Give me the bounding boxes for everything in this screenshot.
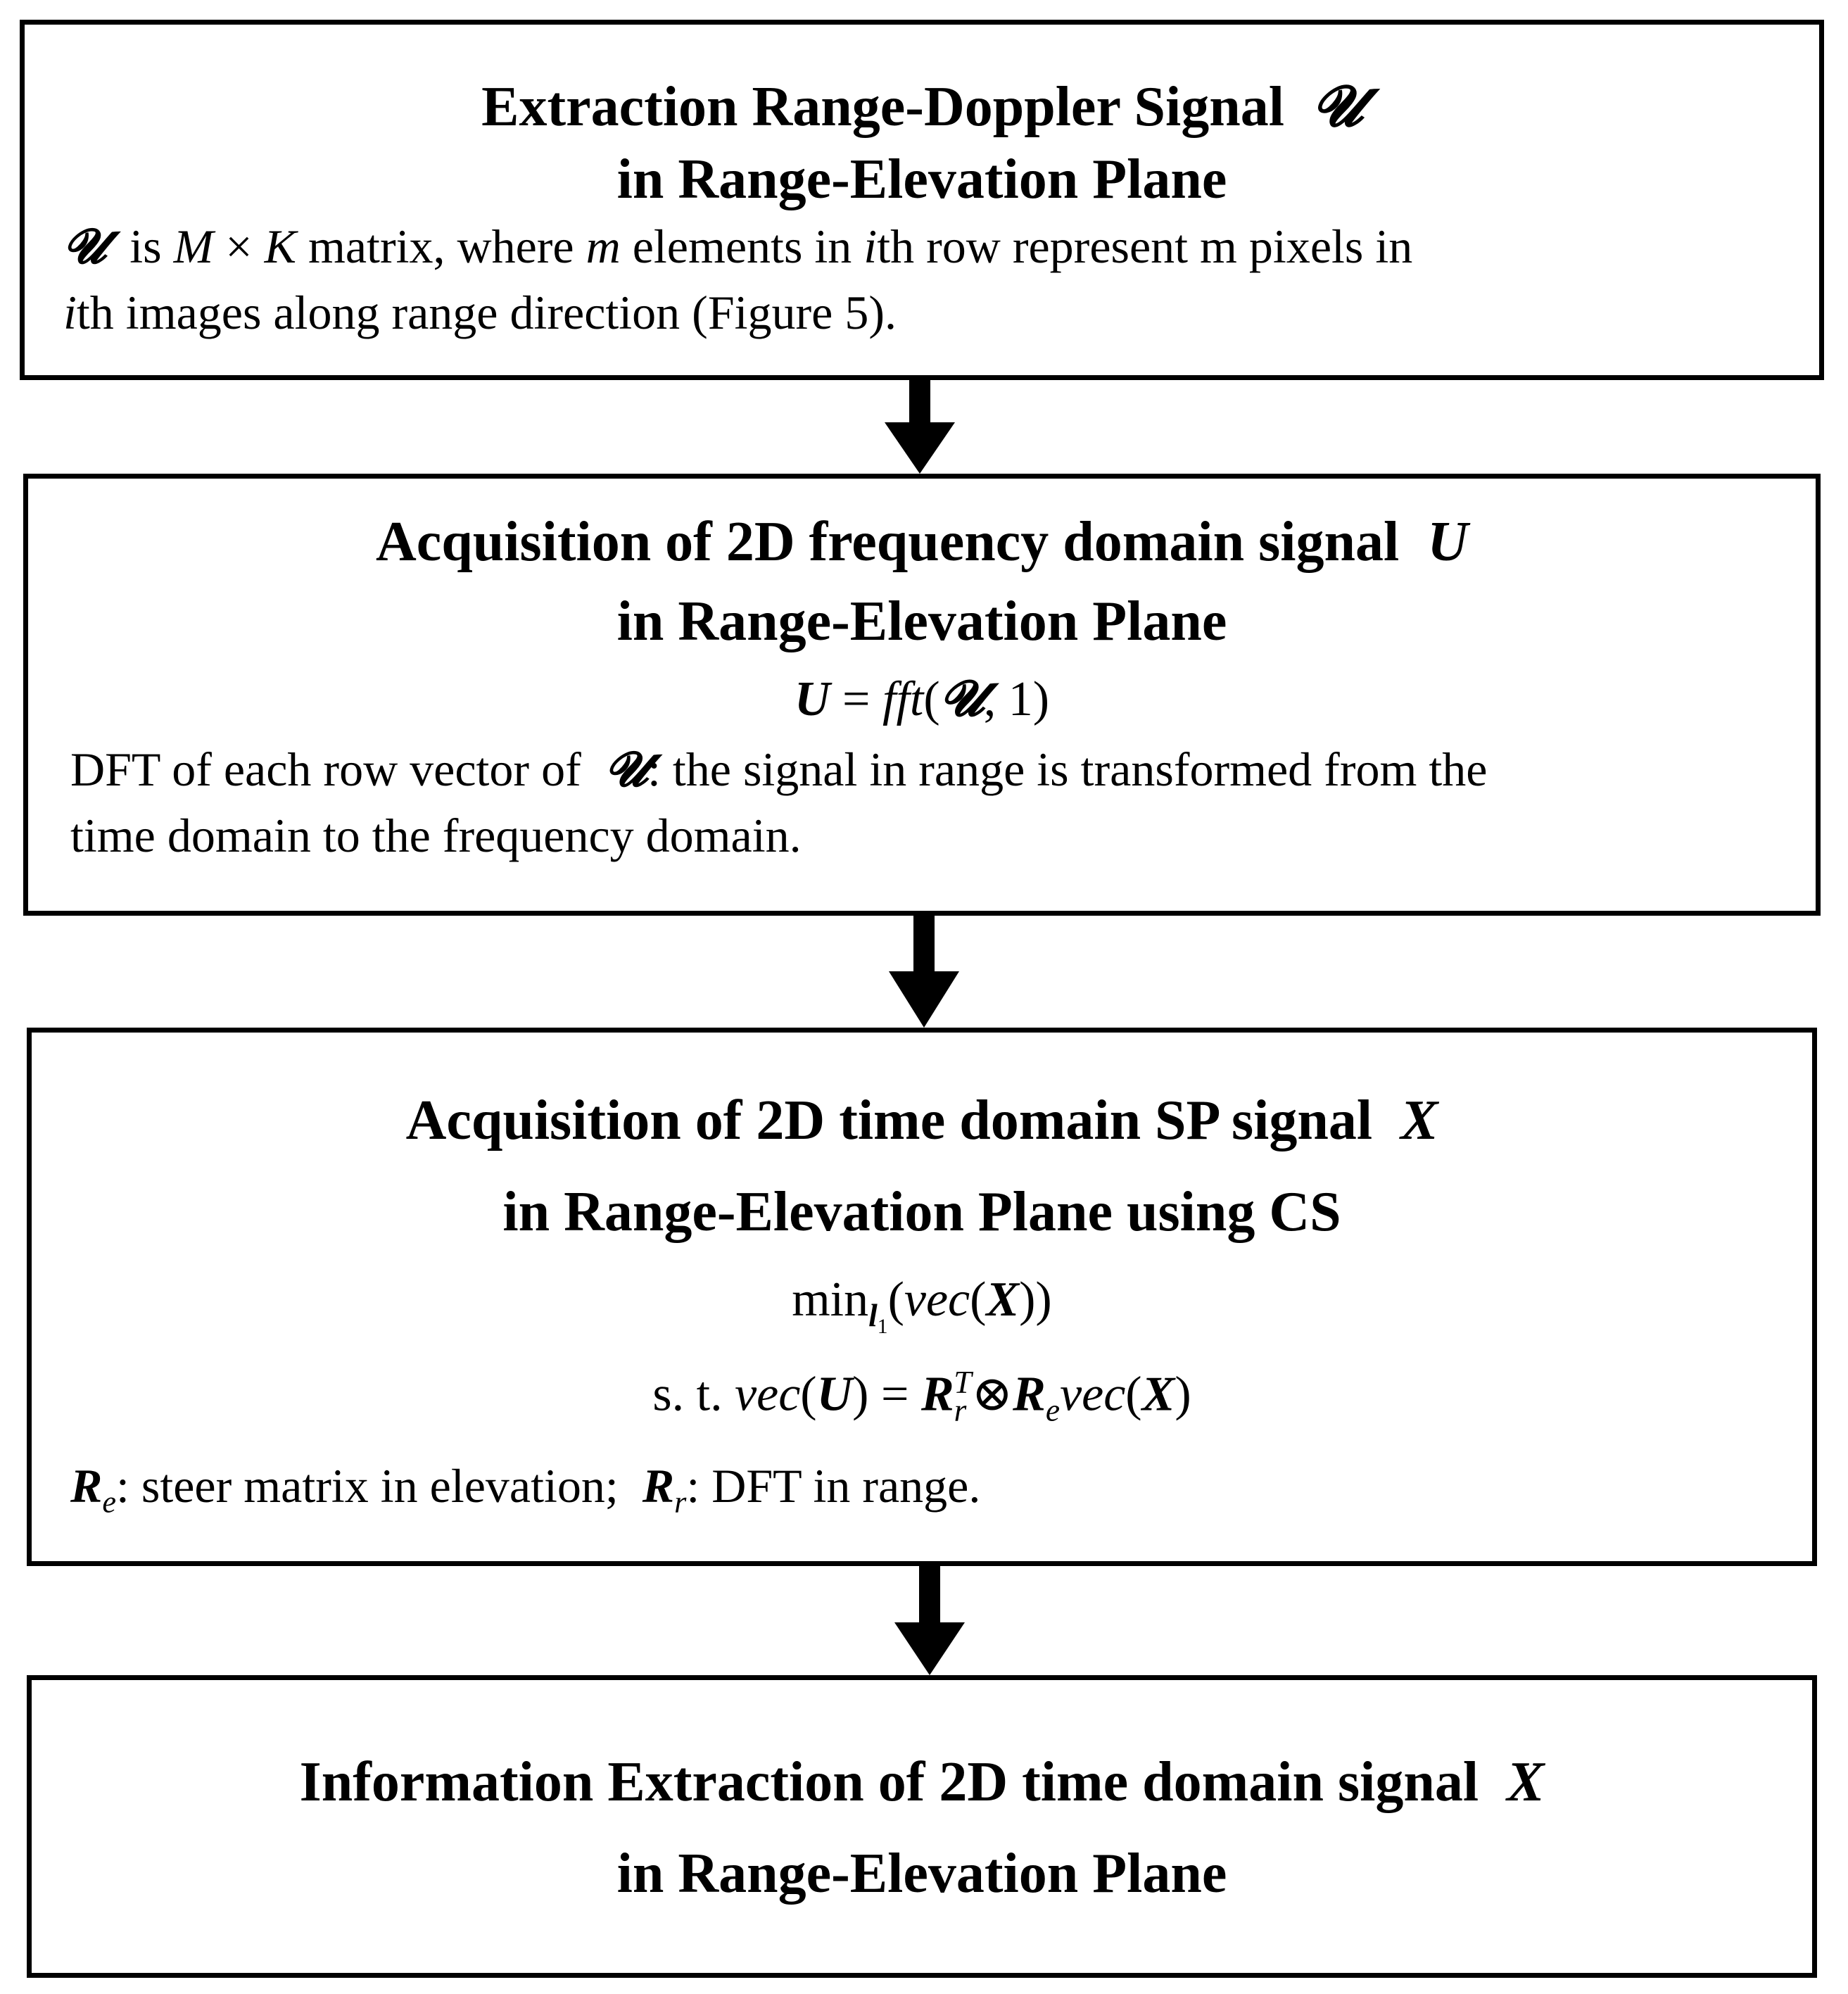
script-u-symbol: 𝓤	[1312, 72, 1362, 139]
arrow-1-to-2	[885, 377, 955, 474]
box1-title-line2: in Range-Elevation Plane	[616, 149, 1227, 210]
script-u-symbol: 𝓤	[63, 218, 106, 275]
box2-title-line2: in Range-Elevation Plane	[616, 591, 1227, 652]
box2-formula: U = fft(𝓤, 1)	[794, 669, 1050, 727]
box4-title-line1: Information Extraction of 2D time domain…	[299, 1751, 1545, 1813]
box4-title-line2: in Range-Elevation Plane	[616, 1843, 1227, 1905]
script-u-symbol: 𝓤	[939, 669, 984, 727]
box1-desc-line2: ith images along range direction (Figure…	[63, 286, 897, 339]
arrow-2-to-3	[889, 911, 959, 1028]
step-box-compressive-sensing: Acquisition of 2D time domain SP signal …	[27, 1028, 1817, 1566]
script-u-symbol: 𝓤	[605, 741, 647, 797]
box3-formula-constraint: s. t. vec(U) = RrT⊗Revec(X)	[652, 1364, 1191, 1428]
step-box-information-extraction: Information Extraction of 2D time domain…	[27, 1675, 1817, 1978]
box1-title-line1: Extraction Range-Doppler Signal 𝓤	[481, 72, 1362, 139]
box2-desc-line1: DFT of each row vector of 𝓤: the signal …	[70, 741, 1488, 797]
box1-desc-line1: 𝓤 is M × K matrix, where m elements in i…	[63, 218, 1413, 275]
box3-formula-min: minl1(vec(X))	[792, 1273, 1052, 1339]
step-box-extraction: Extraction Range-Doppler Signal 𝓤 in Ran…	[20, 20, 1824, 380]
box3-title-line1: Acquisition of 2D time domain SP signal …	[405, 1090, 1438, 1151]
box2-desc-line2: time domain to the frequency domain.	[70, 809, 802, 862]
arrow-3-to-4	[894, 1563, 965, 1675]
box2-title-line1: Acquisition of 2D frequency domain signa…	[375, 511, 1469, 573]
box3-title-line2: in Range-Elevation Plane using CS	[502, 1181, 1341, 1243]
box3-desc: Re: steer matrix in elevation; Rr: DFT i…	[70, 1459, 981, 1520]
